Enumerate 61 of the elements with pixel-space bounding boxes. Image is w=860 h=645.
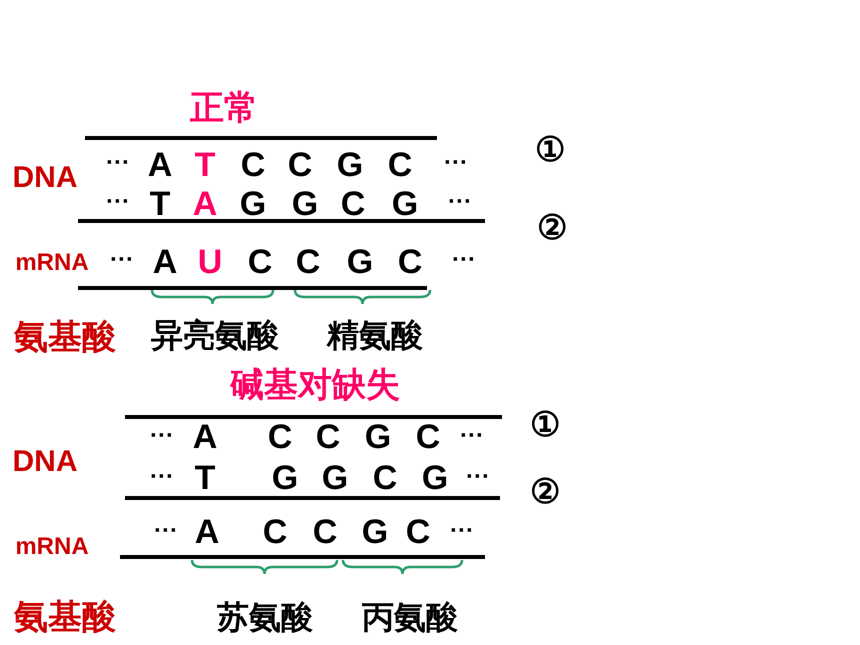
base-letter: G xyxy=(336,148,364,182)
row-label: mRNA xyxy=(15,251,89,275)
base-letter: U xyxy=(198,245,222,279)
ellipsis: ··· xyxy=(450,519,474,543)
amino-acid-name: 丙氨酸 xyxy=(362,601,458,633)
base-letter: T xyxy=(150,187,170,221)
ellipsis: ··· xyxy=(460,424,484,448)
section-heading: 碱基对缺失 xyxy=(230,368,400,402)
ellipsis: ··· xyxy=(452,248,476,272)
base-letter: G xyxy=(272,461,298,495)
amino-acid-name: 精氨酸 xyxy=(327,319,423,351)
base-letter: C xyxy=(316,420,340,454)
base-letter: C xyxy=(340,187,366,221)
base-letter: G xyxy=(240,187,266,221)
strand-number: ① xyxy=(535,133,565,167)
ellipsis: ··· xyxy=(150,424,174,448)
strand-number: ① xyxy=(530,408,560,442)
base-letter: C xyxy=(312,515,338,549)
ellipsis: ··· xyxy=(106,151,130,175)
ellipsis: ··· xyxy=(150,465,174,489)
row-label: mRNA xyxy=(15,535,89,559)
base-letter: G xyxy=(422,461,448,495)
base-letter: G xyxy=(292,187,318,221)
base-letter: C xyxy=(398,245,422,279)
strand-number: ② xyxy=(537,211,567,245)
amino-acid-name: 异亮氨酸 xyxy=(151,319,279,351)
base-letter: A xyxy=(192,420,218,454)
base-letter: T xyxy=(194,148,216,182)
base-letter: T xyxy=(194,461,216,495)
base-letter: C xyxy=(268,420,292,454)
base-letter: C xyxy=(372,461,398,495)
row-label: 氨基酸 xyxy=(14,320,116,354)
ellipsis: ··· xyxy=(466,465,490,489)
base-letter: A xyxy=(148,148,172,182)
base-letter: A xyxy=(152,245,178,279)
base-letter: A xyxy=(192,187,218,221)
base-letter: C xyxy=(248,245,272,279)
section-heading: 正常 xyxy=(190,91,258,125)
ellipsis: ··· xyxy=(448,190,472,214)
base-letter: C xyxy=(416,420,440,454)
strand-number: ② xyxy=(530,475,560,509)
ellipsis: ··· xyxy=(110,248,134,272)
base-letter: C xyxy=(296,245,320,279)
ellipsis: ··· xyxy=(106,190,130,214)
base-letter: G xyxy=(346,245,374,279)
row-label: DNA xyxy=(12,447,78,477)
amino-acid-name: 苏氨酸 xyxy=(217,601,313,633)
base-letter: G xyxy=(392,187,418,221)
base-letter: C xyxy=(240,148,266,182)
row-label: DNA xyxy=(12,163,78,193)
base-letter: C xyxy=(288,148,312,182)
base-letter: G xyxy=(362,515,388,549)
base-letter: C xyxy=(388,148,412,182)
ellipsis: ··· xyxy=(154,519,178,543)
base-letter: G xyxy=(322,461,348,495)
base-letter: G xyxy=(364,420,392,454)
base-letter: A xyxy=(194,515,220,549)
base-letter: C xyxy=(406,515,430,549)
row-label: 氨基酸 xyxy=(14,600,116,634)
ellipsis: ··· xyxy=(444,151,468,175)
base-letter: C xyxy=(262,515,288,549)
